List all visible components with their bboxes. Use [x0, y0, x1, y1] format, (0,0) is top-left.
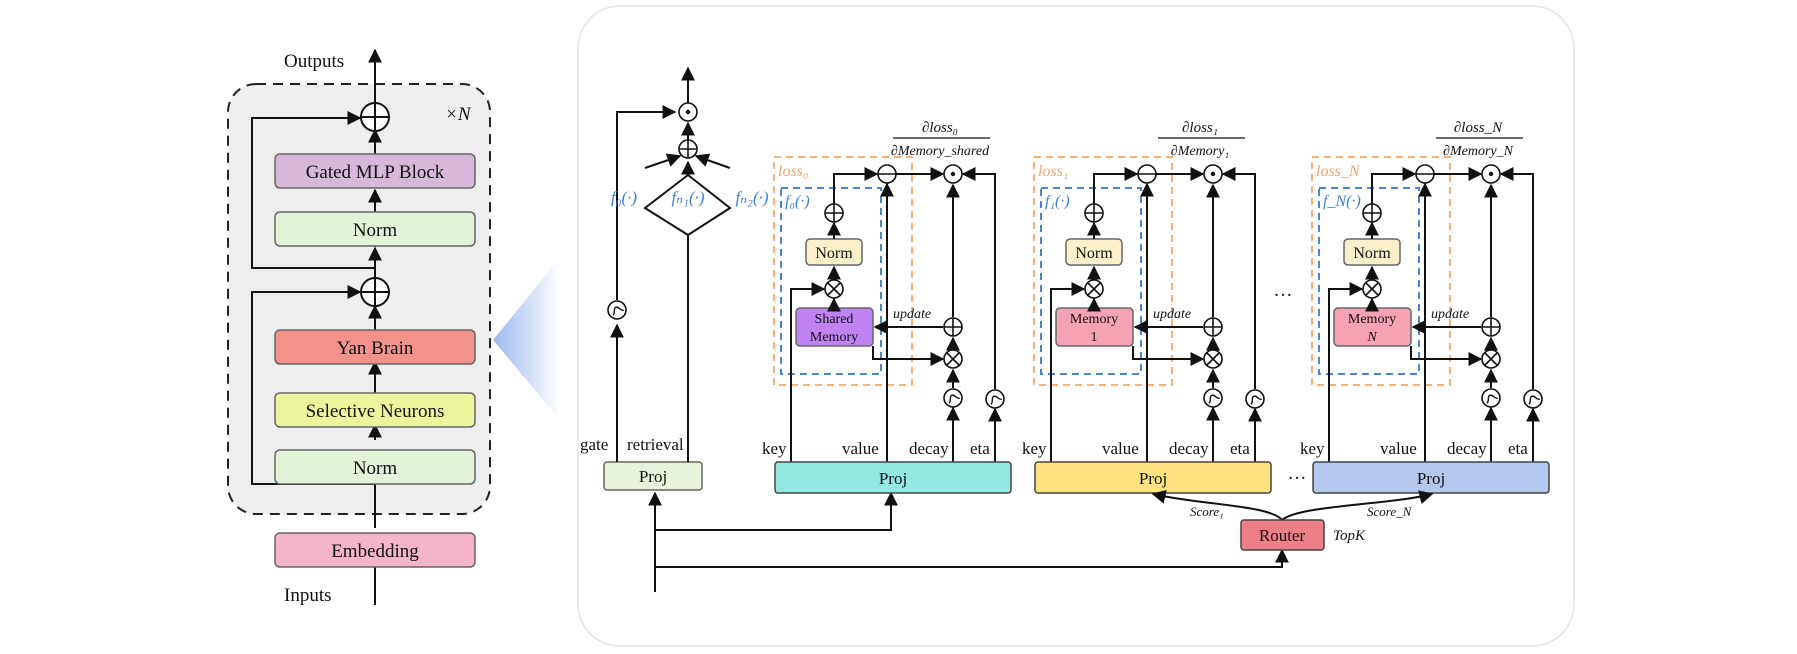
- proj-retrieval-label: Proj: [639, 467, 667, 486]
- gated-mlp-block: Gated MLP Block: [274, 153, 476, 189]
- update-label-0: update: [893, 307, 931, 322]
- left-architecture: ×N Outputs Inputs: [227, 48, 560, 606]
- score-n-label: Score_N: [1367, 504, 1413, 519]
- memory-n-line2: N: [1366, 330, 1377, 345]
- grad-num-n: ∂loss_N: [1454, 120, 1503, 136]
- embedding-label: Embedding: [331, 541, 419, 562]
- memory-module-1: loss₁ f₁(·) Norm Memory 1 update: [1022, 120, 1272, 494]
- norm-block-bottom: Norm: [274, 449, 476, 485]
- proj-n-label: Proj: [1417, 469, 1445, 488]
- repeat-n-label: ×N: [445, 104, 472, 125]
- input-value-n: value: [1380, 439, 1417, 458]
- yan-brain-block: Yan Brain: [274, 329, 476, 365]
- router-label: Router: [1259, 526, 1306, 545]
- input-decay-0: decay: [909, 439, 949, 458]
- grad-den-0: ∂Memory_shared: [891, 144, 990, 159]
- loss-label-1: loss₁: [1038, 163, 1068, 180]
- grad-num-1: ∂loss₁: [1182, 120, 1218, 136]
- retrieval-branch: Proj gate retrieval f₀(·) fₙ₁(·) fₙ₂(·): [580, 66, 1289, 592]
- input-key-n: key: [1300, 439, 1325, 458]
- router: Score₁ Score_N Router TopK: [1151, 490, 1434, 551]
- input-value-0: value: [842, 439, 879, 458]
- memory-module-shared: loss₀ f₀(·) Norm Shared Memory update: [762, 120, 1012, 494]
- input-key-0: key: [762, 439, 787, 458]
- grad-den-n: ∂Memory_N: [1443, 144, 1514, 159]
- ellipsis-proj: ···: [1288, 468, 1307, 489]
- norm-block-top: Norm: [274, 211, 476, 247]
- proj-1-label: Proj: [1139, 469, 1167, 488]
- update-label-n: update: [1431, 307, 1469, 322]
- shared-memory-line2: Memory: [810, 330, 858, 345]
- memory-1-line2: 1: [1091, 330, 1098, 345]
- memory-1-line1: Memory: [1070, 312, 1118, 327]
- gate-label: gate: [580, 435, 608, 454]
- score-1-label: Score₁: [1190, 504, 1224, 519]
- func-label-0: f₀(·): [785, 193, 810, 210]
- func-f0-retrieval: f₀(·): [611, 188, 638, 207]
- proj-shared: [774, 461, 1012, 494]
- memory-n-line1: Memory: [1348, 312, 1396, 327]
- loss-label-0: loss₀: [778, 163, 808, 180]
- inputs-label: Inputs: [284, 585, 332, 606]
- zoom-fan: [493, 258, 560, 420]
- proj-retrieval: [603, 461, 703, 491]
- outputs-label: Outputs: [284, 51, 344, 72]
- topk-label: TopK: [1333, 528, 1366, 544]
- input-value-1: value: [1102, 439, 1139, 458]
- norm-small-label-n: Norm: [1353, 245, 1391, 262]
- func-fn2-retrieval: fₙ₂(·): [735, 188, 768, 207]
- input-key-1: key: [1022, 439, 1047, 458]
- loss-label-n: loss_N: [1316, 163, 1361, 180]
- yan-brain-label: Yan Brain: [337, 338, 414, 359]
- norm-bottom-label: Norm: [353, 458, 398, 479]
- norm-top-label: Norm: [353, 220, 398, 241]
- func-label-n: f_N(·): [1323, 193, 1361, 210]
- residual-add-bottom: [360, 277, 390, 307]
- func-label-1: f₁(·): [1045, 193, 1070, 210]
- update-label-1: update: [1153, 307, 1191, 322]
- selective-neurons-block: Selective Neurons: [274, 392, 476, 428]
- input-decay-n: decay: [1447, 439, 1487, 458]
- proj-shared-label: Proj: [879, 469, 907, 488]
- router-box: [1240, 519, 1325, 551]
- ellipsis-top: ···: [1274, 285, 1293, 306]
- func-fn1-retrieval: fₙ₁(·): [671, 188, 704, 207]
- residual-add-top: [360, 102, 390, 132]
- input-decay-1: decay: [1169, 439, 1209, 458]
- input-eta-0: eta: [970, 439, 990, 458]
- embedding-block: Embedding: [274, 532, 476, 568]
- grad-num-0: ∂loss₀: [922, 120, 958, 136]
- norm-small-label-0: Norm: [815, 245, 853, 262]
- input-eta-n: eta: [1508, 439, 1528, 458]
- memory-module-n: loss_N f_N(·) Norm Memory N update: [1300, 120, 1550, 494]
- selective-neurons-label: Selective Neurons: [306, 401, 445, 422]
- norm-small-label-1: Norm: [1075, 245, 1113, 262]
- input-eta-1: eta: [1230, 439, 1250, 458]
- retrieval-label: retrieval: [627, 435, 684, 454]
- gated-mlp-label: Gated MLP Block: [306, 162, 445, 183]
- shared-memory-line1: Shared: [815, 312, 854, 327]
- grad-den-1: ∂Memory₁: [1171, 144, 1229, 159]
